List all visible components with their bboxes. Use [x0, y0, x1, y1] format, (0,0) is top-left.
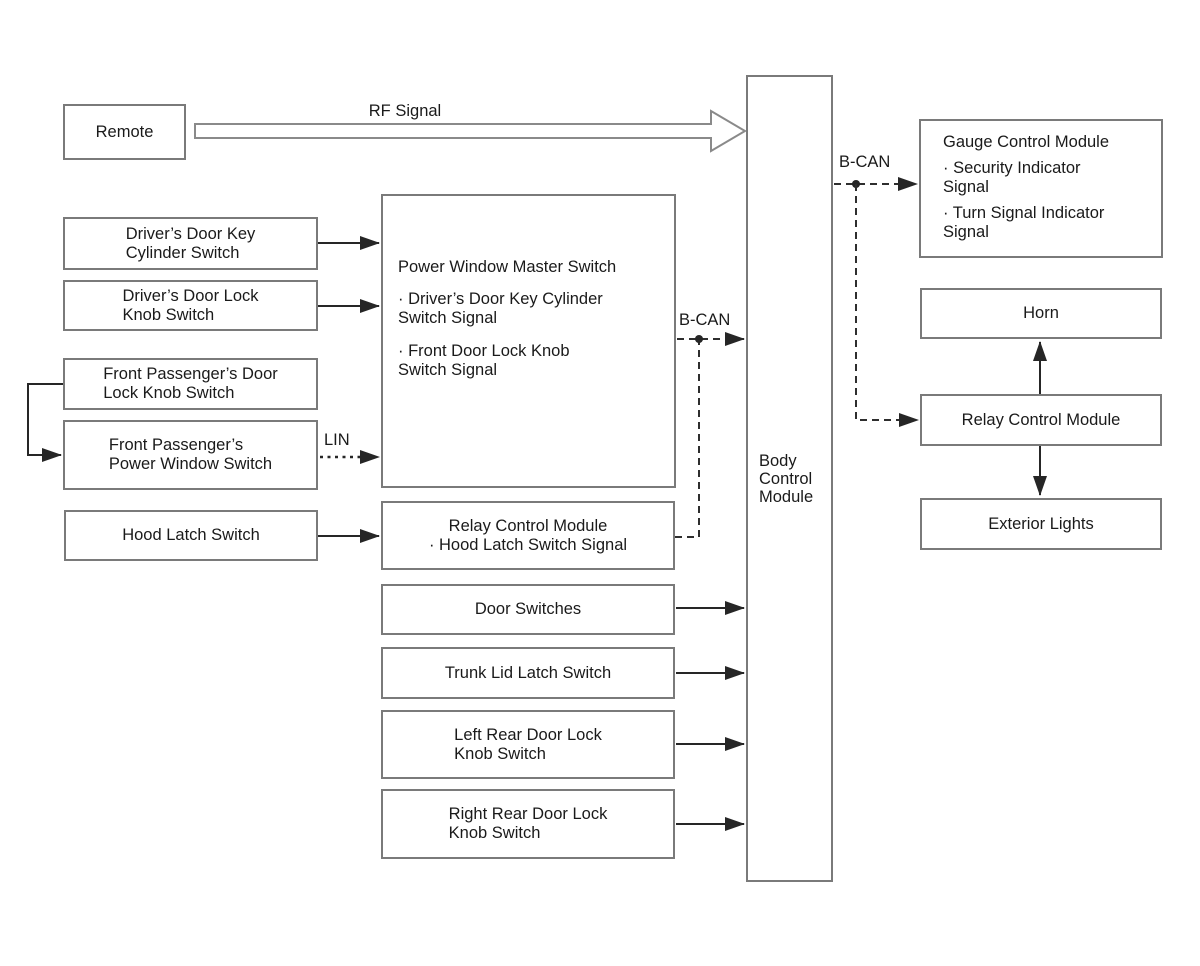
box-body-control-module: Body Control Module — [746, 75, 833, 882]
pwms-bullet1-line2: Switch Signal — [398, 309, 498, 327]
box-right-rear-line2: Knob Switch — [448, 824, 541, 842]
b-can-label-right: B-CAN — [839, 153, 891, 172]
box-fp-lock-line2: Lock Knob Switch — [103, 384, 235, 402]
relay-mid-bullet: · Hood Latch Switch Signal — [428, 535, 628, 554]
b-can-label-left: B-CAN — [679, 311, 731, 330]
box-drivers-door-lock-line2: Knob Switch — [122, 305, 215, 324]
box-fp-window-line2: Power Window Switch — [108, 455, 273, 473]
box-exterior-lights-label: Exterior Lights — [988, 514, 1094, 533]
box-drivers-door-lock-line1: Driver’s Door Lock — [122, 286, 259, 305]
pwms-title: Power Window Master Switch — [398, 258, 617, 276]
lin-label: LIN — [324, 431, 350, 450]
box-relay-control-module-right: Relay Control Module — [920, 394, 1162, 446]
b-can-junction-dot-right — [852, 180, 860, 188]
box-left-rear-line1: Left Rear Door Lock — [454, 725, 602, 744]
box-trunk-label: Trunk Lid Latch Switch — [444, 663, 612, 682]
b-can-junction-dot-left — [695, 335, 703, 343]
box-fp-window-line1: Front Passenger’s — [108, 436, 244, 454]
box-gauge-control-module: Gauge Control Module · Security Indicato… — [919, 119, 1163, 258]
box-left-rear-door-lock-knob-switch: Left Rear Door Lock Knob Switch — [381, 710, 675, 779]
box-hood-latch-label: Hood Latch Switch — [122, 526, 260, 544]
box-drivers-door-key-cylinder-switch: Driver’s Door Key Cylinder Switch — [63, 217, 318, 270]
bcm-line1: Body — [759, 451, 797, 470]
box-power-window-master-switch: Power Window Master Switch · Driver’s Do… — [381, 194, 676, 488]
box-trunk-lid-latch-switch: Trunk Lid Latch Switch — [381, 647, 675, 699]
pwms-bullet2-line1: · Front Door Lock Knob — [398, 342, 570, 360]
box-door-switches: Door Switches — [381, 584, 675, 635]
box-horn-label: Horn — [1023, 304, 1059, 322]
box-front-passengers-power-window-switch: Front Passenger’s Power Window Switch — [63, 420, 318, 490]
box-relay-control-module-mid: Relay Control Module · Hood Latch Switch… — [381, 501, 675, 570]
pwms-bullet1-line1: · Driver’s Door Key Cylinder — [398, 290, 603, 308]
bcm-line3: Module — [759, 487, 814, 506]
box-drivers-door-lock-knob-switch: Driver’s Door Lock Knob Switch — [63, 280, 318, 331]
box-exterior-lights: Exterior Lights — [920, 498, 1162, 550]
b-can-dashed-bcm-to-relay-right — [855, 184, 919, 427]
bcm-line2: Control — [759, 469, 813, 488]
gauge-bullet1-line1: · Security Indicator — [943, 159, 1081, 177]
box-left-rear-line2: Knob Switch — [454, 744, 546, 763]
box-horn: Horn — [920, 288, 1162, 339]
gauge-title: Gauge Control Module — [943, 133, 1110, 151]
rf-signal-label: RF Signal — [330, 102, 480, 121]
box-hood-latch-switch: Hood Latch Switch — [64, 510, 318, 561]
relay-mid-title: Relay Control Module — [448, 516, 608, 535]
gauge-bullet2-line2: Signal — [943, 223, 989, 241]
arrow-fp-lock-to-fp-window — [27, 383, 63, 462]
box-right-rear-line1: Right Rear Door Lock — [448, 805, 608, 823]
pwms-bullet2-line2: Switch Signal — [398, 361, 498, 379]
gauge-bullet1-line2: Signal — [943, 178, 989, 196]
box-front-passengers-door-lock-knob-switch: Front Passenger’s Door Lock Knob Switch — [63, 358, 318, 410]
gauge-bullet2-line1: · Turn Signal Indicator — [943, 204, 1105, 222]
box-door-switches-label: Door Switches — [474, 600, 582, 618]
box-fp-lock-line1: Front Passenger’s Door — [103, 365, 278, 383]
b-can-dashed-relay-branch — [675, 339, 700, 538]
box-relay-right-label: Relay Control Module — [961, 410, 1121, 429]
box-drivers-door-key-line1: Driver’s Door Key — [125, 224, 256, 243]
box-drivers-door-key-line2: Cylinder Switch — [125, 243, 240, 262]
box-remote: Remote — [63, 104, 186, 160]
box-remote-label: Remote — [95, 122, 154, 141]
box-right-rear-door-lock-knob-switch: Right Rear Door Lock Knob Switch — [381, 789, 675, 859]
